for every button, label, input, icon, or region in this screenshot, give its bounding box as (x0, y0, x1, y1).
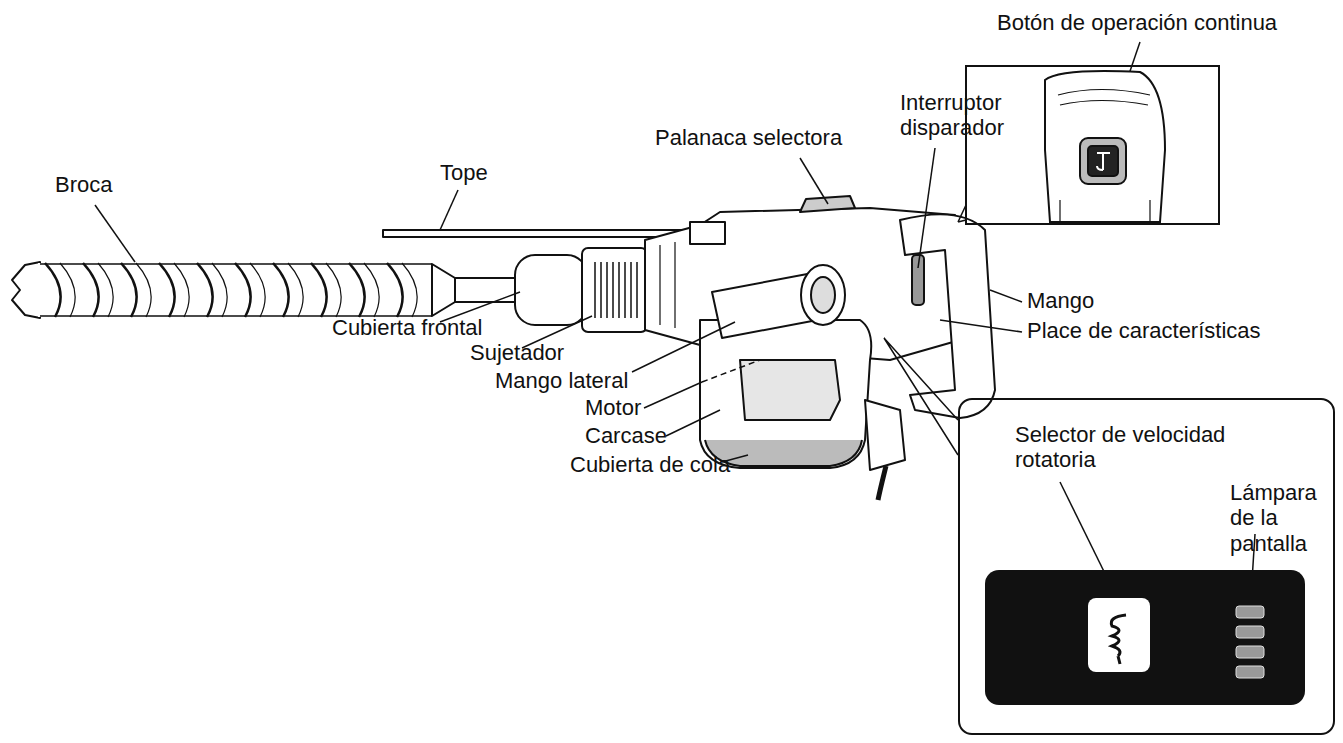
bit-taper (432, 264, 455, 316)
speed-selector-button (1088, 598, 1150, 672)
leader-line (800, 158, 828, 204)
drill-body-group (12, 196, 995, 500)
bit-fill (38, 263, 433, 317)
display-lamp (1236, 646, 1264, 658)
part-label: Carcase (585, 423, 667, 448)
leader-line (632, 322, 735, 372)
bit-shank (455, 278, 520, 302)
grip-ridges (595, 262, 637, 318)
stop-clamp (690, 222, 725, 244)
leader-line (990, 290, 1022, 302)
leader-line (95, 205, 135, 262)
inset-button (1088, 146, 1118, 176)
inset-button-frame (1080, 138, 1126, 184)
display-panel (985, 570, 1305, 705)
leader-line (940, 320, 1022, 332)
leader-line (884, 338, 958, 455)
inset-handle-detail (1045, 71, 1165, 222)
inset-handle-lines (1058, 90, 1150, 223)
power-cord (878, 466, 886, 500)
part-label: Place de características (1027, 318, 1261, 343)
leader-line-hidden (702, 360, 760, 382)
trigger (912, 255, 924, 305)
cord-guard (865, 400, 905, 470)
inset-label: Botón de operación continua (997, 10, 1277, 35)
button-symbol (1097, 153, 1110, 170)
part-label: Tope (440, 160, 488, 185)
part-label: Interruptor disparador (900, 90, 1035, 141)
bit-tip (12, 262, 40, 318)
bit-flute (45, 263, 403, 317)
part-label: Cubierta de cola (570, 452, 730, 477)
side-handle-cap (801, 265, 845, 325)
part-label: Mango (1027, 288, 1094, 313)
speed-selector-icon (1111, 615, 1126, 664)
panel-background (985, 570, 1305, 705)
part-label: Palanaca selectora (655, 125, 842, 150)
motor-housing (700, 320, 871, 468)
inset-box: Botón de operación continua (965, 65, 1220, 225)
inset-handle (1045, 71, 1165, 222)
bit-edge (40, 264, 432, 316)
display-lamp (1236, 626, 1264, 638)
housing-detail (660, 242, 675, 328)
front-cover (515, 255, 587, 325)
part-label: Broca (55, 172, 112, 197)
display-lamp (1236, 606, 1264, 618)
leader-line (644, 382, 702, 408)
rear-handle (900, 214, 995, 418)
part-label: Cubierta frontal (332, 315, 482, 340)
display-lamp (1236, 666, 1264, 678)
bit-flute-edge (60, 263, 417, 317)
side-handle-cap-inner (811, 277, 835, 313)
inset-box: Selector de velocidad rotatoriaLámpara d… (958, 398, 1335, 735)
part-label: Motor (585, 395, 641, 420)
chuck-grip (582, 248, 647, 332)
leader-line (666, 410, 720, 436)
motor-window (740, 360, 840, 420)
inset-label: Selector de velocidad rotatoria (1015, 422, 1280, 473)
part-label: Sujetador (470, 340, 564, 365)
part-label: Mango lateral (495, 368, 628, 393)
inset-label: Lámpara de la pantalla (1230, 480, 1335, 556)
leader-line (918, 148, 935, 268)
leader-line (440, 190, 458, 230)
